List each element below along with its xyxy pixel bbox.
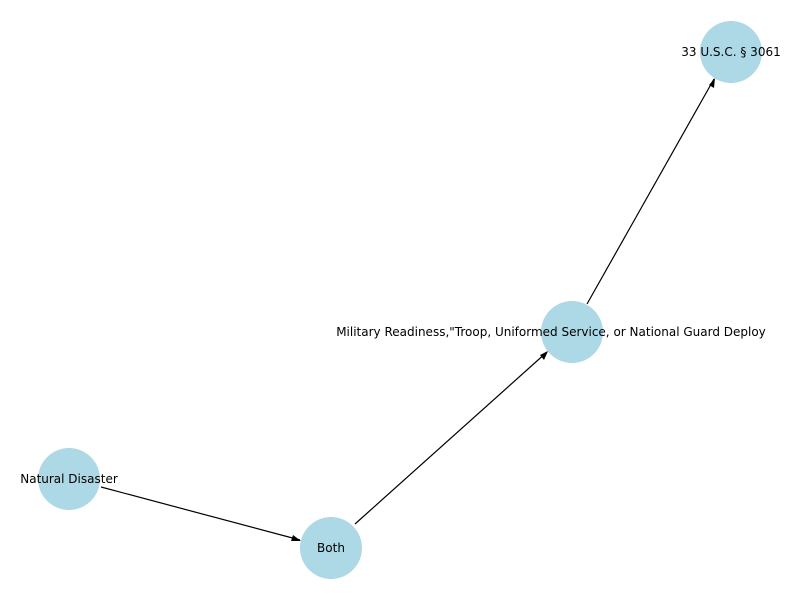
- edge-arrowhead-both: [291, 535, 301, 541]
- node-label-33-usc-3061: 33 U.S.C. § 3061: [681, 45, 780, 59]
- node-military-readiness: Military Readiness,"Troop, Uniformed Ser…: [336, 301, 766, 363]
- node-circle-military-readiness: [541, 301, 603, 363]
- node-label-natural-disaster: Natural Disaster: [20, 472, 118, 486]
- node-circle-33-usc-3061: [700, 21, 762, 83]
- edge-military-readiness-to-statute: [586, 78, 715, 305]
- edge-both-to-military-readiness: [354, 351, 548, 525]
- nodes-layer: Natural Disaster Both Military Readiness…: [20, 21, 781, 579]
- node-33-usc-3061: 33 U.S.C. § 3061: [681, 21, 781, 83]
- node-both: Both: [300, 517, 362, 579]
- edge-arrowhead-military-readiness: [540, 351, 548, 360]
- node-circle-natural-disaster: [38, 448, 100, 510]
- node-natural-disaster: Natural Disaster: [20, 448, 118, 510]
- edge-arrowhead-statute: [709, 78, 715, 88]
- node-label-military-readiness: Military Readiness,"Troop, Uniformed Ser…: [336, 325, 766, 339]
- node-label-both: Both: [317, 541, 345, 555]
- node-circle-both: [300, 517, 362, 579]
- edges-layer: [100, 78, 715, 541]
- edge-natural-disaster-to-both: [100, 486, 301, 541]
